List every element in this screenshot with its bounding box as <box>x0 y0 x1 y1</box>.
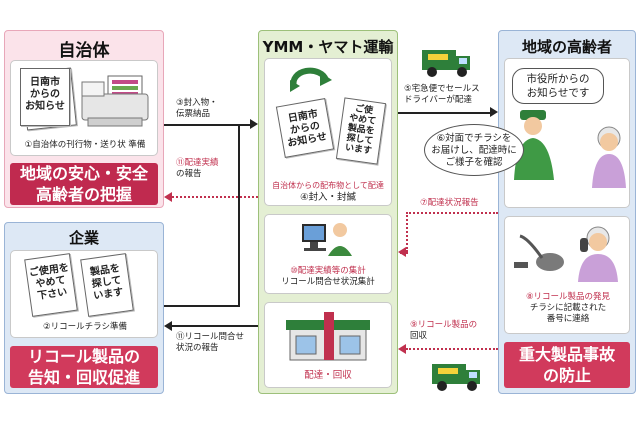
elderly-step8: ⑧リコール製品の発見 チラシに記載された 番号に連絡 <box>525 292 611 324</box>
flow-step5-arrow <box>398 112 490 114</box>
collection-truck-icon <box>432 364 480 391</box>
flow-step9-label: ⑨リコール製品の 回収 <box>410 320 478 341</box>
elderly-person-icon <box>592 126 626 188</box>
delivery-truck-icon <box>422 50 470 77</box>
flow-step11b-label: ⑪リコール問合せ 状況の報告 <box>176 332 245 353</box>
flow-step7-vertical <box>406 212 408 252</box>
delivery-driver-icon <box>514 110 554 180</box>
ymm-title: YMM・ヤマト運輸 <box>262 38 394 56</box>
flow-step3-arrow <box>164 124 250 126</box>
company-banner: リコール製品の 告知・回収促進 <box>10 346 158 388</box>
flow-step7-arrow-bottom <box>400 252 408 254</box>
vacuum-cleaner-icon <box>514 234 564 271</box>
store-building-icon <box>286 312 370 361</box>
municipality-banner: 地域の安心・安全 高齢者の把握 <box>10 163 158 205</box>
flow-step3-arrowhead <box>250 119 258 129</box>
delivery-note: 自治体からの配布物として配達 <box>272 181 384 190</box>
person-computer-icon <box>302 223 352 256</box>
packed-recall-paper: ご使 やめて 製品を 探して います <box>335 97 387 165</box>
delivery-collection-label: 配達・回収 <box>304 370 352 381</box>
recall-flyer-searching: 製品を 探して います <box>80 253 134 317</box>
ymm-step10: ⑩配達実績等の集計 リコール問合せ状況集計 <box>281 266 375 287</box>
notice-speech-bubble: 市役所からの お知らせです <box>512 68 604 104</box>
flow-step11a-arrowhead <box>164 192 172 202</box>
flow-step9-arrow <box>406 348 498 350</box>
printer-icon <box>81 75 149 127</box>
flow-step11a-arrow <box>172 196 258 198</box>
step6-bubble: ⑥対面でチラシを お届けし、配達時に ご様子を確認 <box>424 124 524 176</box>
recall-flyer-stop-use: ご使用を やめて 下さい <box>24 253 78 317</box>
flow-company-arrow <box>164 305 240 307</box>
flow-step11b-arrowhead <box>164 321 172 331</box>
flow-company-vertical <box>238 124 240 307</box>
flow-step9-arrowhead <box>398 344 406 354</box>
flow-step7-arrow <box>406 212 498 214</box>
flow-step7-label: ⑦配達状況報告 <box>420 198 479 208</box>
elderly-banner: 重大製品事故 の防止 <box>504 342 630 388</box>
flow-step3-label: ③封入物・ 伝票納品 <box>176 98 218 119</box>
packed-notice-paper: 日南市 からの お知らせ <box>275 98 335 158</box>
ymm-step4: ④封入・封緘 <box>299 192 357 203</box>
aggregation-card <box>264 214 392 294</box>
company-step2: ②リコールチラシ準備 <box>43 322 127 332</box>
elderly-title: 地域の高齢者 <box>521 38 612 56</box>
flow-step5-arrowhead <box>490 107 498 117</box>
flow-step11a-label: ⑪配達実績 の報告 <box>176 158 219 179</box>
municipality-step1: ①自治体の刊行物・送り状 準備 <box>24 140 146 150</box>
municipality-notice-paper: 日南市 からの お知らせ <box>20 68 70 126</box>
flow-step11b-arrow <box>172 325 258 327</box>
company-title: 企業 <box>68 229 99 247</box>
flow-step5-label: ⑤宅急便でセールス ドライバーが配達 <box>404 84 480 105</box>
phone-icon <box>578 226 618 282</box>
recycle-arrow-icon <box>290 67 332 92</box>
municipality-title: 自治体 <box>58 41 110 61</box>
